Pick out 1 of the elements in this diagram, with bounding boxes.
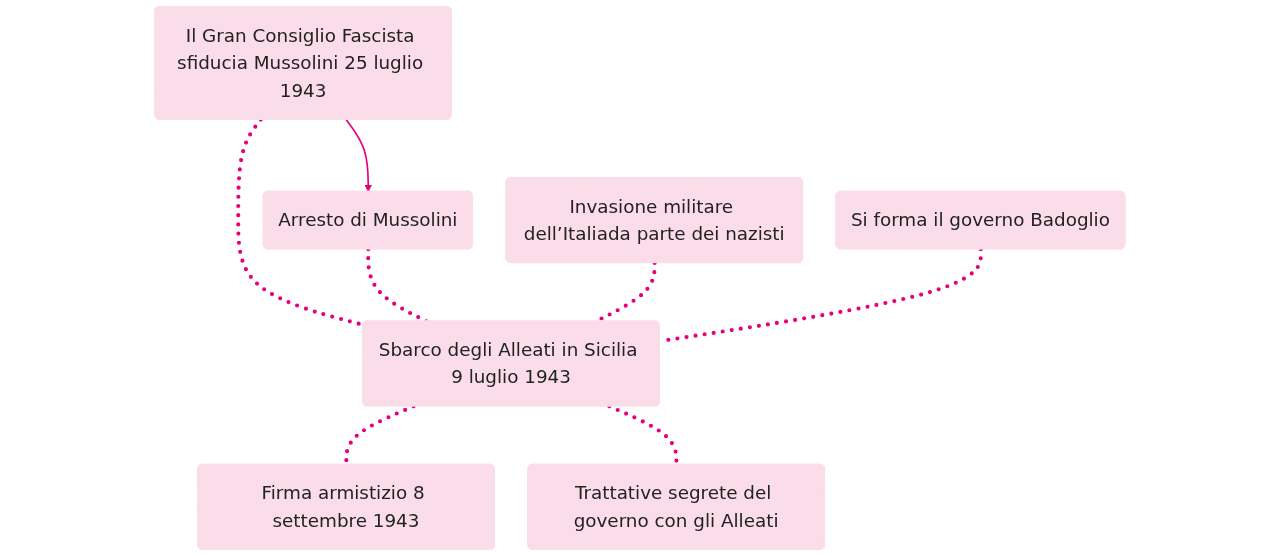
arrow [345,118,372,193]
